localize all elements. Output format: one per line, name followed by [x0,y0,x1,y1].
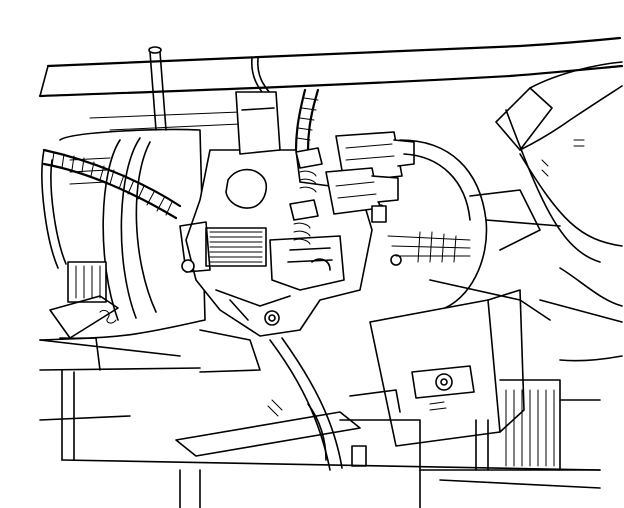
lower-support-arm [175,337,421,471]
pump-body-assembly [179,91,373,337]
wiring-harness-conduit [41,88,320,269]
gear-housing [387,139,561,321]
right-air-duct [495,61,623,323]
mounting-bracket-plate [369,289,525,447]
lower-left-bracket [39,329,261,421]
lower-frame-rail [61,355,623,508]
left-duct-housing [39,128,206,461]
electrical-connectors [325,131,415,223]
